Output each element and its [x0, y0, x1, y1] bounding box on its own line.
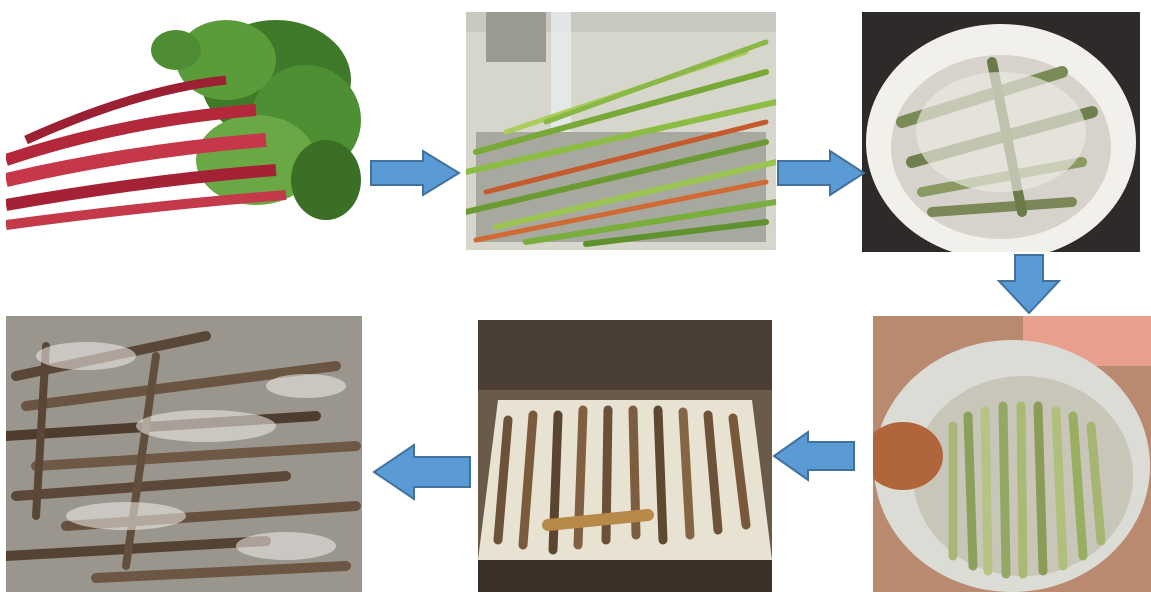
arrow-shape [778, 151, 864, 195]
simmering-rhubarb-pot-photo [873, 316, 1151, 592]
arrow-shape [999, 255, 1059, 313]
arrow-left-1 [772, 430, 856, 482]
arrow-right-2 [776, 149, 866, 197]
arrow-down [997, 253, 1061, 315]
arrow-left-2 [372, 443, 472, 501]
arrow-shape [374, 445, 470, 499]
washing-rhubarb-photo [466, 12, 776, 250]
arrow-shape [774, 432, 854, 480]
arrow-shape [371, 151, 459, 195]
oven-drying-tray-photo [478, 320, 772, 592]
arrow-right-1 [369, 149, 461, 197]
fresh-rhubarb-photo [6, 10, 362, 250]
candied-rhubarb-photo [6, 316, 362, 592]
sugared-rhubarb-bowl-photo [862, 12, 1140, 252]
